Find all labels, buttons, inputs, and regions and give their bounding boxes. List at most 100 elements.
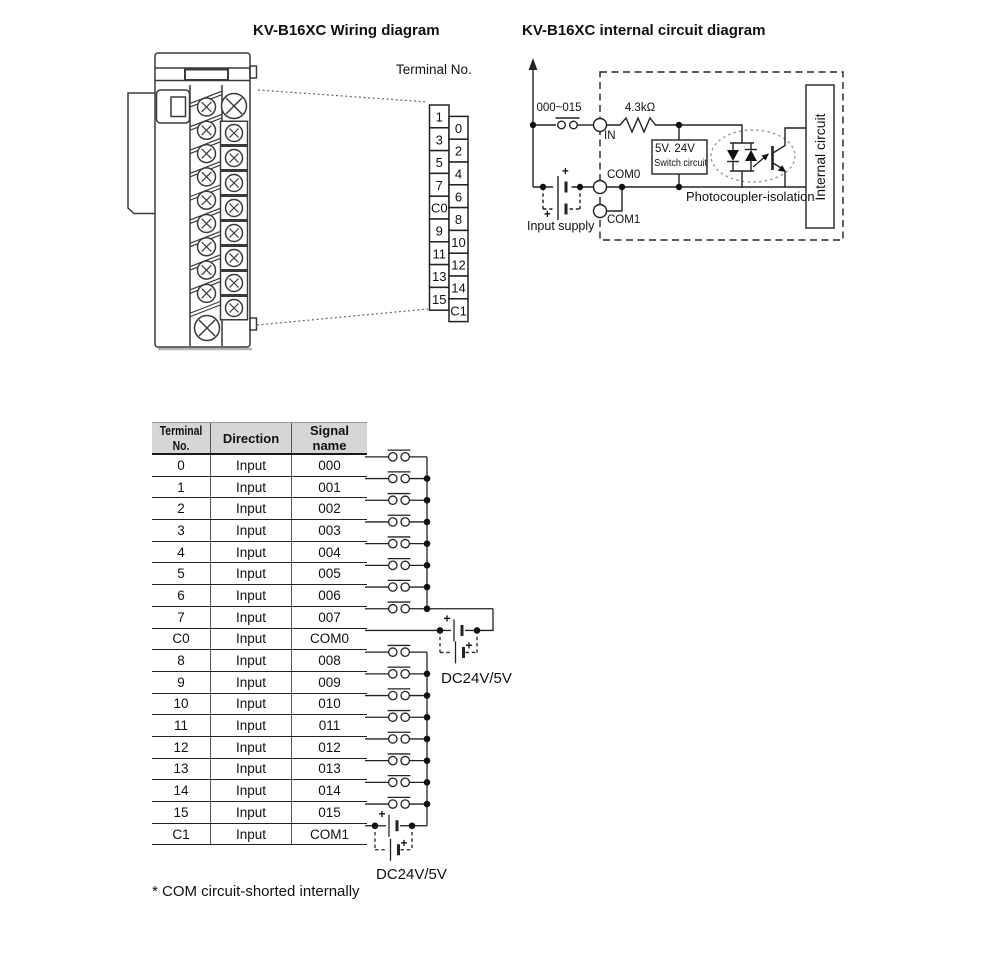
switch-contact — [387, 495, 398, 506]
plus-sign: + — [465, 638, 472, 652]
cell-direction: Input — [210, 628, 292, 651]
cell-direction: Input — [210, 584, 292, 607]
cell-signal: 001 — [291, 476, 367, 499]
com1-branch — [606, 187, 623, 212]
contact-terminal — [569, 120, 579, 130]
com1-label: COM1 — [607, 214, 641, 226]
screw-cross — [201, 288, 212, 299]
switch-contact — [400, 538, 411, 549]
junction-dot — [423, 605, 431, 613]
module-boundary-dashed-box — [599, 71, 844, 241]
led-bridge — [730, 142, 754, 187]
switch-contact — [400, 560, 411, 571]
light-arrow-head — [761, 153, 769, 161]
screw-cross — [201, 241, 212, 253]
table-row-circuits: ++++ — [365, 449, 494, 861]
screw-cross — [229, 153, 239, 163]
switch-contact — [387, 668, 398, 679]
cell-signal: COM0 — [291, 628, 367, 651]
screw-cross — [229, 128, 239, 138]
module-left-plate — [127, 92, 155, 215]
mount-screw-cross — [198, 319, 216, 337]
input-supply-label: Input supply — [527, 219, 595, 233]
terminal-number: 4 — [455, 167, 462, 182]
terminal-number: 13 — [432, 269, 446, 284]
cell-direction: Input — [210, 736, 292, 759]
terminal-number: 2 — [455, 144, 462, 159]
cell-terminal: 0 — [152, 454, 211, 477]
junction-dot — [423, 713, 431, 721]
switch-contact — [400, 582, 411, 592]
transistor-emitter — [772, 162, 786, 187]
cell-direction: Input — [210, 801, 292, 824]
junction-dot — [423, 735, 431, 743]
cell-terminal: 7 — [152, 606, 211, 629]
cell-direction: Input — [210, 562, 292, 586]
cell-terminal: 13 — [152, 758, 211, 781]
screw-cross — [201, 171, 212, 183]
switch-contact — [387, 647, 398, 658]
leader-line-top — [257, 89, 429, 103]
cell-signal: 000 — [291, 454, 367, 477]
cell-signal: 002 — [291, 497, 367, 521]
wiring-diagram-title: KV-B16XC Wiring diagram — [253, 22, 440, 39]
table-header: Terminal No. Direction Signal name — [152, 422, 367, 455]
cell-signal: 010 — [291, 693, 367, 716]
junction-dot — [423, 540, 431, 547]
module-tab-bottom — [249, 317, 258, 331]
leader-line-bottom — [256, 308, 429, 326]
switch-contact — [387, 582, 398, 592]
switch-contact — [400, 777, 411, 788]
cell-terminal: 10 — [152, 693, 211, 716]
dc-voltage-label-group2: DC24V/5V — [376, 866, 447, 883]
cell-terminal: 9 — [152, 671, 211, 694]
switch-contact — [387, 690, 398, 701]
switch-contact — [400, 734, 411, 744]
junction-dot — [423, 670, 431, 678]
cell-signal: 003 — [291, 519, 367, 542]
switch-box-line2: Switch circuit — [654, 157, 707, 169]
switch-contact — [400, 799, 411, 809]
terminal-number: 9 — [436, 224, 443, 239]
cell-signal: 005 — [291, 562, 367, 586]
terminal-cell — [448, 298, 469, 323]
cell-signal: 009 — [291, 671, 367, 694]
junction-dots — [529, 121, 683, 191]
cell-terminal: 2 — [152, 497, 211, 521]
cell-signal: 004 — [291, 541, 367, 564]
terminal-number: 5 — [436, 155, 443, 170]
internal-circuit-title: KV-B16XC internal circuit diagram — [522, 22, 766, 39]
header-direction: Direction — [210, 422, 292, 455]
alt-battery-dashed-wire — [542, 187, 581, 210]
in-label: IN — [604, 130, 616, 142]
junction-dot — [423, 518, 431, 526]
terminal-number: 8 — [455, 212, 462, 227]
transistor-collector — [772, 127, 806, 154]
switch-contact — [387, 712, 398, 723]
module-tab-top — [249, 65, 258, 79]
dc-voltage-label-group1: DC24V/5V — [441, 670, 512, 687]
terminal-screws — [190, 90, 249, 321]
switch-contact — [387, 777, 398, 788]
cell-terminal: 6 — [152, 584, 211, 607]
cell-signal: 012 — [291, 736, 367, 759]
terminal-number: 0 — [455, 121, 462, 136]
switch-contact — [387, 451, 398, 462]
cell-signal: 011 — [291, 714, 367, 737]
cell-terminal: 12 — [152, 736, 211, 759]
internal-circuit-label: Internal circuit — [812, 113, 828, 201]
cell-terminal: 15 — [152, 801, 211, 824]
